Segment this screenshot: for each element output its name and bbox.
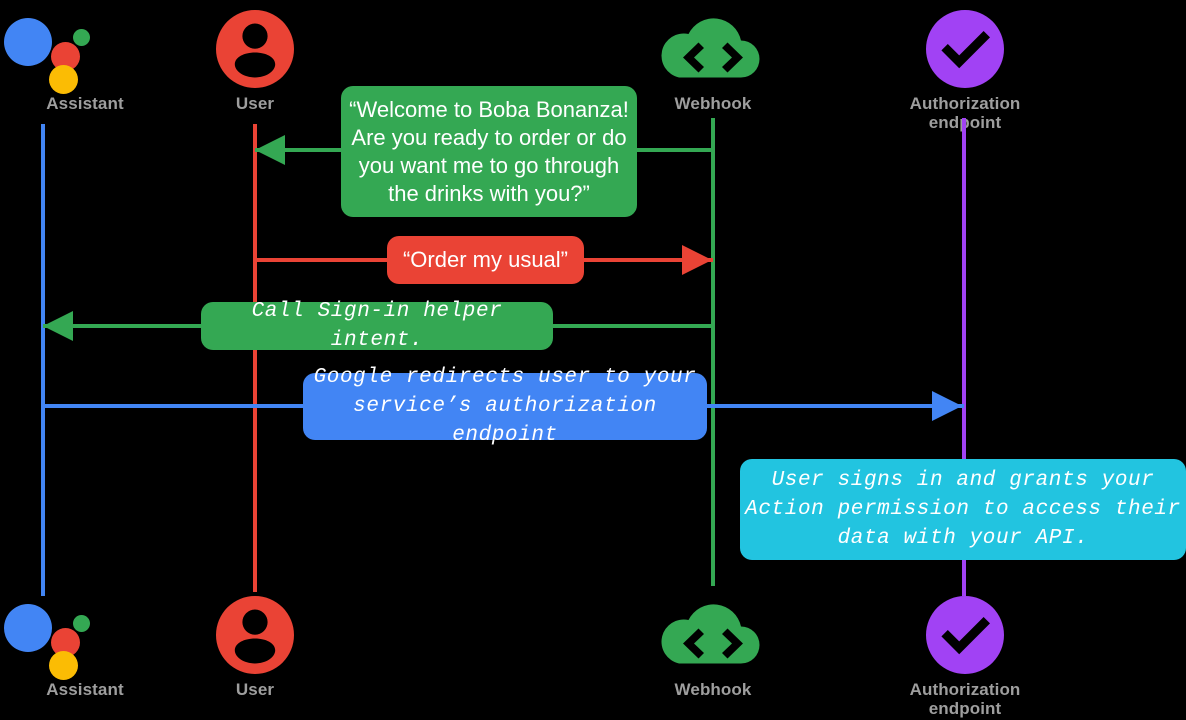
actor-webhook-top: Webhook (628, 8, 798, 113)
actor-assistant-top: Assistant (0, 8, 170, 113)
signin-helper-message-text: Call Sign-in helper intent. (251, 300, 503, 352)
redirect-message-arrowhead-right (932, 391, 962, 421)
actor-label-user: User (235, 680, 275, 699)
actor-label-assistant: Assistant (46, 94, 124, 113)
actor-assistant-bottom: Assistant (0, 594, 170, 699)
redirect-message-bubble: Google redirects user to your service’s … (303, 366, 707, 447)
user-lifeline (253, 124, 257, 592)
assistant-lifeline (41, 124, 45, 596)
signin-helper-message-arrowhead-left (43, 311, 73, 341)
order-my-usual-message-text: “Order my usual” (402, 247, 569, 272)
actor-label-user: User (235, 94, 275, 113)
cloud-code-icon (661, 18, 760, 78)
actor-icon-wrapper (170, 8, 340, 94)
actor-webhook-bottom: Webhook (628, 594, 798, 699)
actor-user-top: User (170, 8, 340, 113)
cloud-code-icon (661, 604, 760, 664)
user-avatar-icon (216, 596, 294, 674)
actor-icon-wrapper (880, 594, 1050, 680)
actor-icon-wrapper (0, 594, 170, 680)
assistant-dot-blue (4, 604, 52, 652)
check-circle-icon (926, 596, 1004, 674)
signin-grant-note-text: User signs in and grants your Action per… (745, 469, 1181, 550)
actor-label-webhook: Webhook (674, 94, 752, 113)
signin-grant-note-bubble: User signs in and grants your Action per… (740, 459, 1186, 560)
welcome-message-bubble: “Welcome to Boba Bonanza! Are you ready … (341, 86, 637, 217)
actor-icon-wrapper (0, 8, 170, 94)
webhook-lifeline (711, 118, 715, 586)
signin-helper-message-bubble: Call Sign-in helper intent. (201, 300, 553, 352)
actor-user-bottom: User (170, 594, 340, 699)
actor-label-assistant: Assistant (46, 680, 124, 699)
actor-auth-bottom: Authorization endpoint (880, 594, 1050, 718)
actor-icon-wrapper (880, 8, 1050, 94)
assistant-dot-yellow (49, 65, 78, 94)
redirect-message-text: Google redirects user to your service’s … (313, 366, 697, 447)
google-assistant-icon (0, 594, 100, 680)
actor-label-auth: Authorization endpoint (909, 94, 1021, 132)
assistant-dot-green (73, 29, 90, 46)
order-my-usual-message-arrowhead-right (682, 245, 712, 275)
assistant-dot-blue (4, 18, 52, 66)
welcome-message-arrowhead-left (255, 135, 285, 165)
assistant-dot-yellow (49, 651, 78, 680)
actor-auth-top: Authorization endpoint (880, 8, 1050, 132)
order-my-usual-message-bubble: “Order my usual” (387, 236, 584, 284)
actor-icon-wrapper (170, 594, 340, 680)
assistant-dot-green (73, 615, 90, 632)
user-avatar-icon (216, 10, 294, 88)
auth-lifeline (962, 118, 966, 596)
actor-icon-wrapper (628, 594, 798, 680)
welcome-message-text: “Welcome to Boba Bonanza! Are you ready … (349, 96, 629, 206)
actor-label-auth: Authorization endpoint (909, 680, 1021, 718)
actor-icon-wrapper (628, 8, 798, 94)
google-assistant-icon (0, 8, 100, 94)
check-circle-icon (926, 10, 1004, 88)
actor-label-webhook: Webhook (674, 680, 752, 699)
